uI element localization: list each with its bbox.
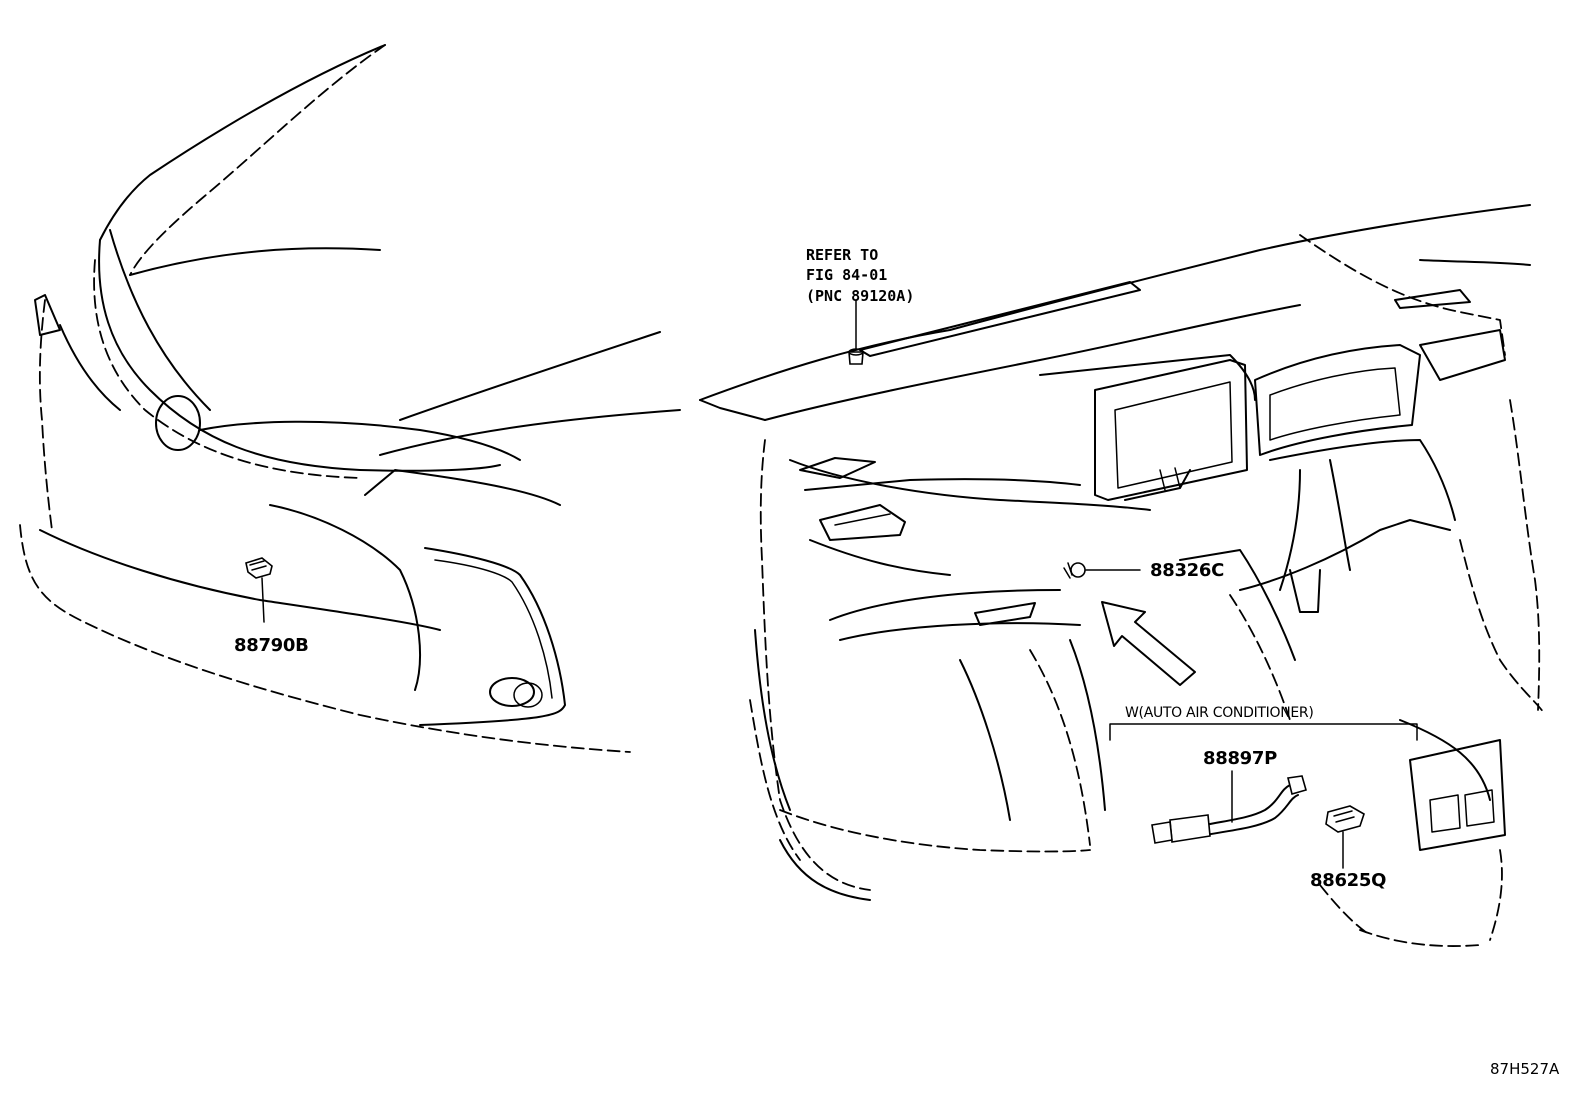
condition-label: W(AUTO AIR CONDITIONER) (1125, 705, 1314, 721)
reference-note-line3: (PNC 89120A) (806, 287, 915, 305)
part-number-88790B[interactable]: 88790B (234, 635, 309, 656)
instrument-panel-drawing (699, 204, 1546, 947)
reference-note-line1: REFER TO (806, 246, 879, 264)
part-number-88897P[interactable]: 88897P (1203, 748, 1278, 769)
front-bumper-drawing (19, 44, 681, 753)
figure-code: 87H527A (1490, 1060, 1560, 1078)
reference-note-line2[interactable]: FIG 84-01 (806, 266, 888, 284)
part-number-88326C[interactable]: 88326C (1150, 560, 1225, 581)
part-number-88625Q[interactable]: 88625Q (1310, 870, 1387, 891)
